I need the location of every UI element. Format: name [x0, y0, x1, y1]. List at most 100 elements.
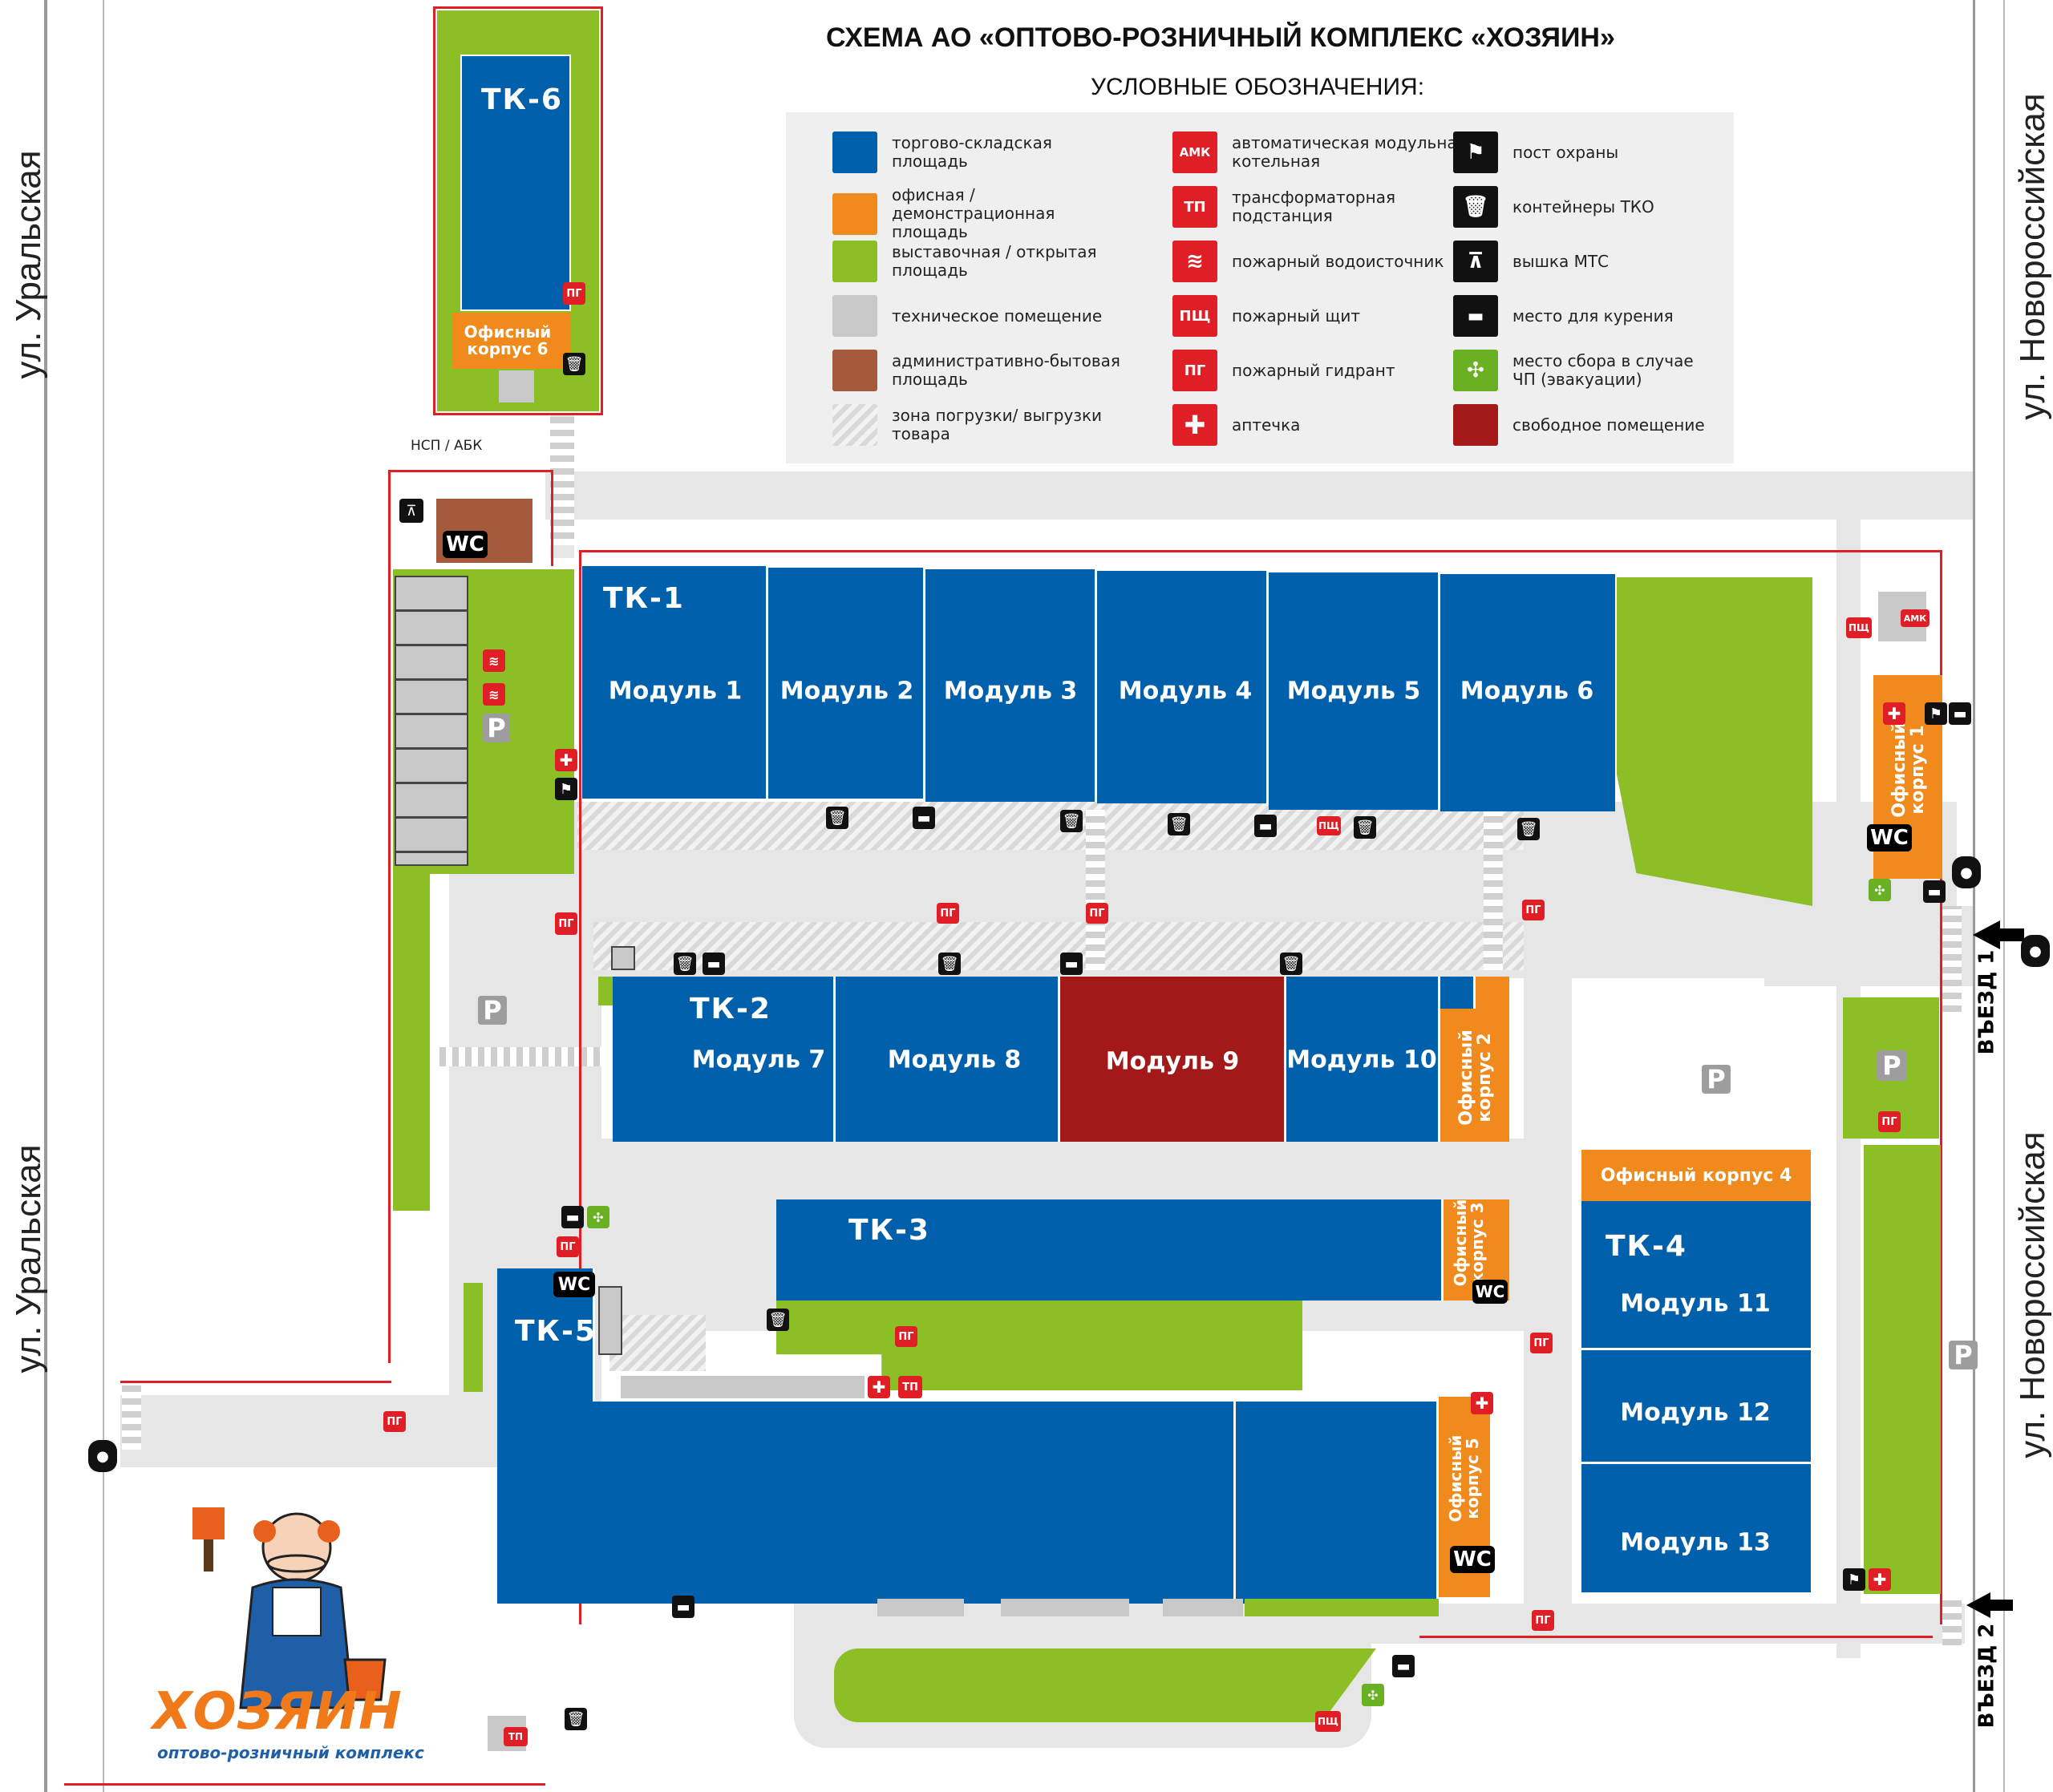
legend-item-tech: техническое помещение: [832, 295, 1132, 337]
tk5-label: ТК-5: [515, 1315, 597, 1348]
entry-2-arrow[interactable]: [1966, 1592, 1990, 1618]
legend-title: УСЛОВНЫЕ ОБОЗНАЧЕНИЯ:: [1091, 74, 1425, 100]
crosswalk-center-2: [1484, 810, 1503, 970]
exhibit-area-northeast: [1617, 577, 1812, 906]
hydrant-icon: ПГ: [1532, 1610, 1554, 1631]
west-green-strip-lower: [393, 874, 430, 1211]
crosswalk-entry-2: [1942, 1596, 1962, 1652]
tk4-module-11: [1581, 1201, 1811, 1350]
perimeter-main: [579, 550, 1942, 1624]
trash-icon: 🗑: [1060, 810, 1083, 832]
tk6-building: [460, 55, 571, 311]
legend-item-firstaid: ✚аптечка: [1172, 404, 1472, 446]
entry-1-label: ВЪЕЗД 1: [1974, 949, 1999, 1055]
first-aid-icon: ✚: [868, 1376, 890, 1398]
crosswalk-center-1: [1086, 810, 1105, 970]
office-2-blue-corner: [1440, 977, 1476, 1009]
assembly-point-icon: ✣: [1362, 1684, 1384, 1706]
tk2-module-7: [613, 977, 836, 1142]
smoking-icon: ▬: [1453, 295, 1498, 337]
legend-label-office: офисная / демонстрационная площадь: [892, 185, 1055, 241]
legend-label-amk: автоматическая модульная котельная: [1232, 133, 1467, 171]
legend-item-tower: ⊼вышка МТС: [1453, 241, 1721, 282]
tk1-module-5: [1269, 572, 1440, 810]
perimeter-southeast-line: [1419, 1636, 1933, 1638]
office-2-label: Офисный корпус 2: [1456, 1029, 1495, 1126]
west-street-line: [44, 0, 47, 1792]
tk3-label: ТК-3: [848, 1214, 930, 1247]
wc-office-5: WC: [1450, 1546, 1495, 1573]
office-5-label: Офисный корпус 5: [1446, 1434, 1482, 1523]
wc-office-1: WC: [1867, 824, 1912, 852]
tk1-module-3: [925, 569, 1097, 802]
hydrant-icon: ПГ: [1086, 903, 1108, 924]
fire-board-icon: ПЩ: [1846, 617, 1872, 638]
first-aid-icon: ✚: [1471, 1392, 1493, 1414]
road-southwest: [120, 1395, 505, 1467]
office-6-label: Офисный корпус 6: [464, 322, 552, 358]
southwest-green-strip: [464, 1283, 483, 1392]
water-source-icon: ≋: [483, 649, 505, 672]
module-10-label: Модуль 10: [1286, 1046, 1437, 1074]
first-aid-icon: ✚: [555, 749, 577, 771]
tk6-tech-room: [499, 370, 534, 402]
legend-item-admin: административно-бытовая площадь: [832, 350, 1132, 391]
road-east-lane: [1524, 978, 1572, 1636]
tk5-tech-strip: [621, 1376, 865, 1398]
legend-swatch-exhibit: [832, 241, 877, 282]
entry-2-arrow-tail: [1990, 1600, 2013, 1611]
east-street-line: [1973, 0, 1975, 1792]
crosswalk-tk6: [550, 417, 574, 545]
tk1-module-2: [768, 568, 925, 799]
guard-post-icon: ⚑: [1453, 131, 1498, 173]
legend-label-trash: контейнеры ТКО: [1512, 196, 1654, 216]
assembly-point-icon: ✣: [1869, 879, 1891, 901]
module-1-label: Модуль 1: [608, 677, 743, 706]
module-13-label: Модуль 13: [1620, 1528, 1771, 1557]
legend-swatch-loading: [832, 404, 877, 446]
fire-board-icon: ПЩ: [1315, 1711, 1341, 1732]
loading-zone-tk5: [609, 1315, 706, 1371]
legend-item-assembly: ✣место сбора в случае ЧП (эвакуации): [1453, 350, 1721, 391]
trash-icon: 🗑: [1354, 816, 1376, 839]
module-8-label: Модуль 8: [887, 1046, 1022, 1074]
tk5-loading-3: [1163, 1599, 1243, 1616]
tp-icon: ТП: [504, 1727, 528, 1746]
module-3-label: Модуль 3: [943, 677, 1078, 706]
legend-panel: торгово-складская площадь офисная / демо…: [786, 112, 1734, 463]
hydrant-icon: ПГ: [895, 1326, 917, 1347]
module-9-label: Модуль 9: [1105, 1047, 1240, 1076]
hydrant-icon: ПГ: [1878, 1111, 1901, 1132]
hydrant-icon: ПГ: [1522, 900, 1545, 920]
tk2-module-8: [836, 977, 1060, 1142]
smoking-icon: ▬: [1923, 880, 1946, 903]
perimeter-southwest-line: [120, 1381, 391, 1383]
legend-swatch-tech: [832, 295, 877, 337]
legend-label-psch: пожарный щит: [1232, 305, 1360, 326]
tk6-perimeter: [433, 6, 603, 415]
west-street-line-2: [103, 0, 104, 1792]
smoking-icon: ▬: [1392, 1655, 1415, 1677]
tk1-module-1: [582, 566, 768, 799]
smoking-icon: ▬: [703, 953, 725, 975]
module-2-label: Модуль 2: [779, 677, 914, 706]
east-street-line-2: [2003, 0, 2005, 1792]
first-aid-icon: ✚: [1172, 404, 1217, 446]
tk2-module-9: [1060, 977, 1286, 1142]
office-4: [1581, 1150, 1811, 1201]
module-5-label: Модуль 5: [1286, 677, 1421, 706]
legend-label-tp: трансформаторная подстанция: [1232, 188, 1395, 225]
module-6-label: Модуль 6: [1460, 677, 1594, 706]
tk1-module-6: [1440, 574, 1615, 811]
logo-brand: ХОЗЯИН: [152, 1682, 403, 1741]
legend-label-free: свободное помещение: [1512, 415, 1705, 435]
smoking-icon: ▬: [1949, 702, 1971, 725]
entry-1-arrow[interactable]: [1973, 920, 2000, 949]
fire-board-icon: ПЩ: [1317, 816, 1341, 835]
wc-nsp: WC: [443, 531, 488, 558]
legend-item-smoking: ▬место для курения: [1453, 295, 1721, 337]
hydrant-icon: ПГ: [557, 1236, 579, 1257]
